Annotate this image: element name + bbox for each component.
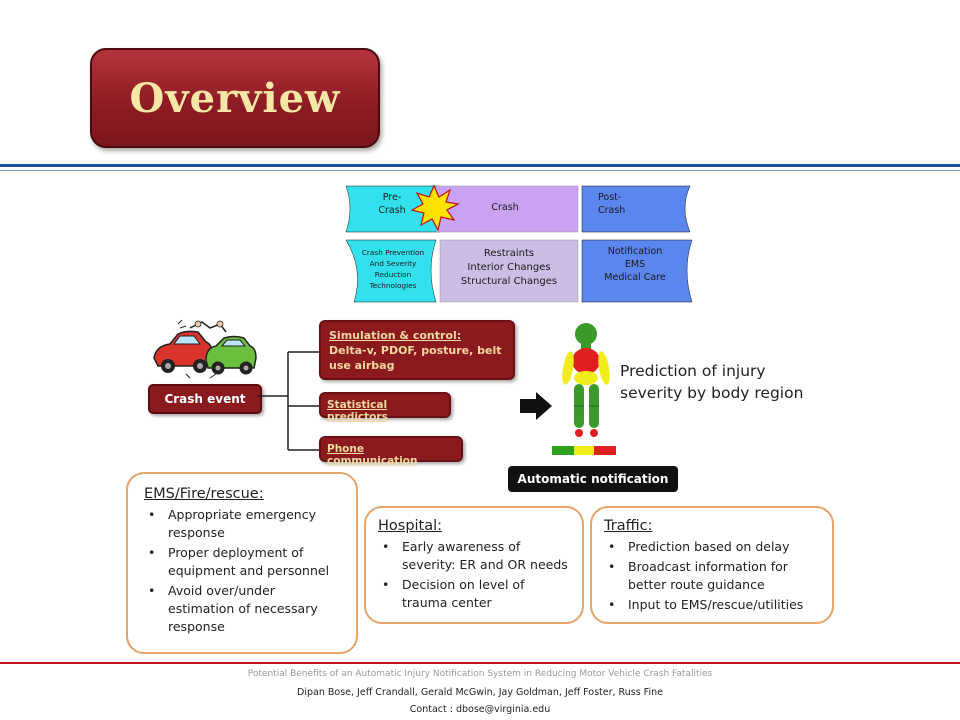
title-banner: Overview <box>90 48 380 148</box>
crash-cell <box>435 185 579 233</box>
prediction-text: Prediction of injury severity by body re… <box>620 362 804 402</box>
automatic-notification-label: Automatic notification <box>517 472 669 486</box>
statistical-predictors-label: Statistical predictors <box>327 399 388 423</box>
simulation-control-box: Simulation & control: Delta-v, PDOF, pos… <box>319 320 515 380</box>
post-measure-line: Notification <box>607 246 663 257</box>
traffic-list: Prediction based on delay Broadcast info… <box>604 538 822 614</box>
right-arrow-icon <box>520 392 552 420</box>
footer-authors: Dipan Bose, Jeff Crandall, Gerald McGwin… <box>297 687 663 698</box>
hospital-list: Early awareness of severity: ER and OR n… <box>378 538 572 612</box>
pre-measure-line: And Severity <box>369 259 417 268</box>
pre-measure-line: Crash Prevention <box>361 248 425 257</box>
chest-region <box>572 348 600 374</box>
list-item: Input to EMS/rescue/utilities <box>604 596 822 614</box>
ems-list: Appropriate emergency response Proper de… <box>144 506 344 636</box>
post-crash-cell <box>581 185 691 233</box>
footer-rule <box>0 662 960 664</box>
traffic-outcome-box: Traffic: Prediction based on delay Broad… <box>590 506 834 624</box>
crash-cars-illustration <box>153 319 257 379</box>
pre-crash-label: Pre- Crash <box>378 192 406 216</box>
list-item: Broadcast information for better route g… <box>604 558 822 594</box>
left-arm-region <box>562 351 574 385</box>
post-measure-line: EMS <box>624 259 646 270</box>
list-item: Early awareness of severity: ER and OR n… <box>378 538 572 574</box>
right-arm-region <box>598 351 610 385</box>
haddon-matrix <box>345 184 693 303</box>
post-measure-line: Medical Care <box>604 272 666 283</box>
pre-crash-measures: Crash Prevention And Severity Reduction … <box>350 247 436 291</box>
hospital-outcome-box: Hospital: Early awareness of severity: E… <box>364 506 584 624</box>
red-car-icon <box>153 330 213 373</box>
automatic-notification-box: Automatic notification <box>508 466 678 492</box>
pre-measure-line: Technologies <box>369 281 417 290</box>
crash-measure-line: Interior Changes <box>467 262 551 273</box>
list-item: Appropriate emergency response <box>144 506 344 542</box>
list-item: Avoid over/under estimation of necessary… <box>144 582 344 636</box>
header-rule-thin <box>0 170 960 171</box>
crash-measures: Restraints Interior Changes Structural C… <box>440 247 578 289</box>
list-item: Prediction based on delay <box>604 538 822 556</box>
ems-heading: EMS/Fire/rescue: <box>144 486 264 502</box>
ems-outcome-box: EMS/Fire/rescue: Appropriate emergency r… <box>126 472 358 654</box>
simulation-title: Simulation & control: <box>329 329 462 342</box>
header-rule <box>0 164 960 167</box>
traffic-heading: Traffic: <box>604 518 653 534</box>
post-crash-label: Post- Crash <box>598 192 626 216</box>
crash-label: Crash <box>491 202 519 213</box>
crash-event-label: Crash event <box>164 392 246 406</box>
crash-measure-line: Restraints <box>483 248 535 259</box>
footer-contact: Contact : dbose@virginia.edu <box>409 704 551 715</box>
impact-burst-icon <box>410 184 460 232</box>
severity-scale-red <box>594 446 616 455</box>
page-title: Overview <box>129 74 341 122</box>
simulation-body: Delta-v, PDOF, posture, belt use airbag <box>329 344 502 372</box>
list-item: Proper deployment of equipment and perso… <box>144 544 344 580</box>
hospital-heading: Hospital: <box>378 518 443 534</box>
footer-title: Potential Benefits of an Automatic Injur… <box>247 669 713 679</box>
statistical-predictors-box: Statistical predictors <box>319 392 451 423</box>
crash-measures-cell <box>439 239 579 303</box>
phone-communication-label: Phone communication <box>327 443 418 467</box>
pre-crash-measures-cell <box>345 239 437 303</box>
severity-scale-green <box>552 446 574 455</box>
abdomen-region <box>574 371 598 385</box>
flow-connectors <box>258 351 320 451</box>
list-item: Decision on level of trauma center <box>378 576 572 612</box>
crash-event-box: Crash event <box>148 384 262 414</box>
post-crash-measures: Notification EMS Medical Care <box>590 245 680 284</box>
body-region-figure <box>552 323 616 455</box>
head-region <box>575 323 597 345</box>
phone-communication-box: Phone communication <box>319 436 463 467</box>
post-crash-measures-cell <box>581 239 693 303</box>
crash-measure-line: Structural Changes <box>460 276 558 287</box>
pre-measure-line: Reduction <box>374 270 412 279</box>
severity-scale-yellow <box>574 446 594 455</box>
green-car-icon <box>205 335 257 375</box>
